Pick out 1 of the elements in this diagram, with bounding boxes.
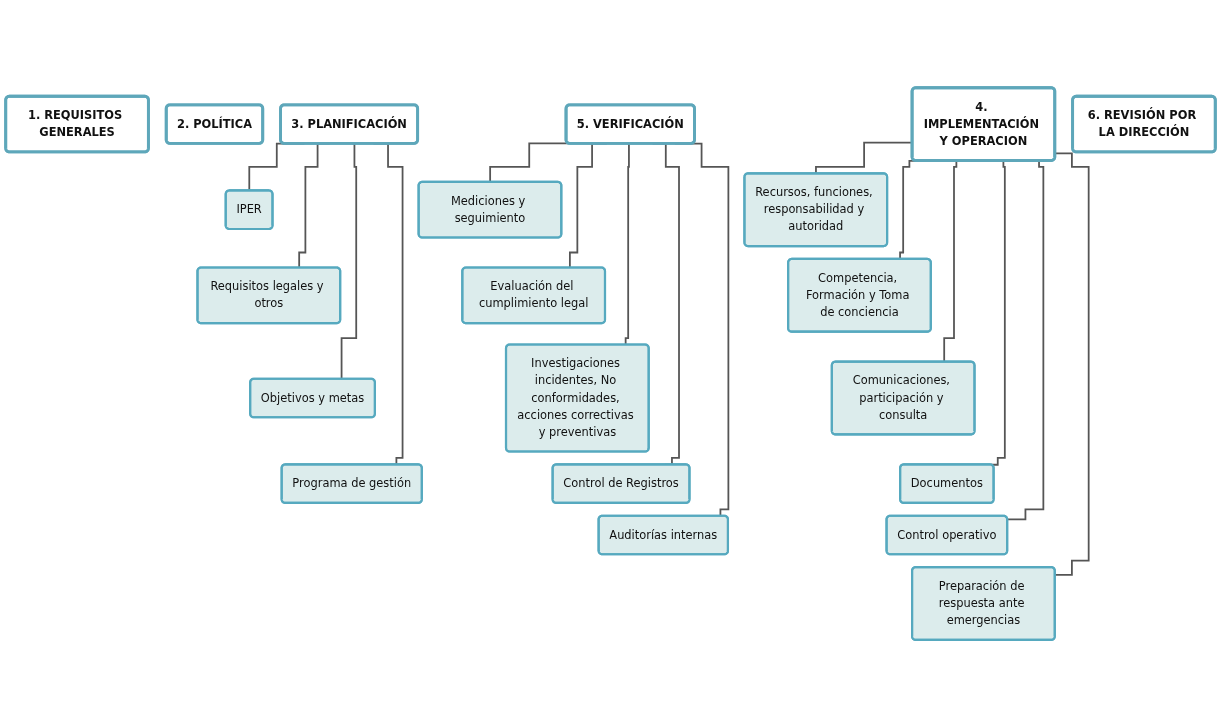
connector bbox=[1054, 152, 1090, 576]
